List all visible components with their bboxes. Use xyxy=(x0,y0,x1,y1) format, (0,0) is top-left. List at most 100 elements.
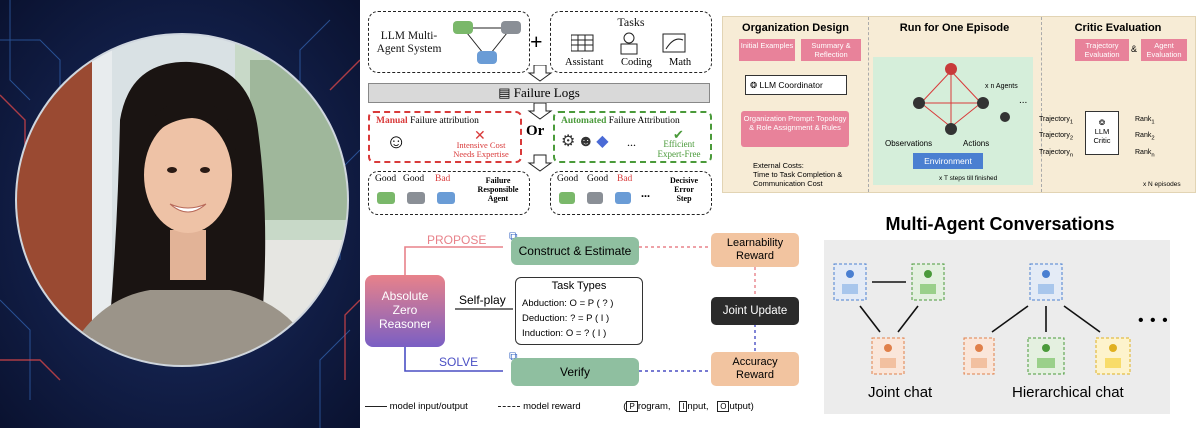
task-types-title: Task Types xyxy=(551,280,607,292)
portrait-photo xyxy=(0,0,360,428)
trajectory-n: Trajectory xyxy=(1039,148,1070,156)
task-coding: Coding xyxy=(621,57,652,68)
left-good-2: Good xyxy=(403,174,425,184)
environment-label: Environment xyxy=(924,156,972,166)
deduction-name: Deduction: xyxy=(522,313,568,324)
flow-arrows xyxy=(527,65,553,172)
absolute-zero-panel: PROPOSE SOLVE ⧉ ⧉ Construct & Estimate V… xyxy=(363,225,813,425)
absolute-zero-reasoner-box: Absolute Zero Reasoner xyxy=(365,275,445,347)
accuracy-line1: Accuracy xyxy=(732,356,778,368)
task-assistant: Assistant xyxy=(565,57,604,68)
rank-2: Rank xyxy=(1135,132,1152,140)
construct-estimate-box: Construct & Estimate xyxy=(511,237,639,265)
assistant-grid-icon xyxy=(571,34,594,52)
actions-label: Actions xyxy=(963,139,990,148)
reasoner-line1: Absolute xyxy=(381,289,429,303)
manual-prefix: Manual xyxy=(376,116,408,126)
induction-name: Induction: xyxy=(522,328,564,339)
rank-2-sub: 2 xyxy=(1151,135,1155,142)
left-agent-robots xyxy=(377,192,455,204)
external-costs-line2: Time to Task Completion & xyxy=(753,170,843,179)
reasoner-line3: Reasoner xyxy=(378,317,432,331)
trajectory-eval-box: Trajectory Evaluation xyxy=(1075,39,1129,61)
organization-design-panel: Organization Design Run for One Episode … xyxy=(722,16,1196,193)
observations-label: Observations xyxy=(885,139,933,148)
joint-chat-label: Joint chat xyxy=(868,384,933,401)
learnability-line1: Learnability xyxy=(726,237,784,249)
external-costs-line1: External Costs: xyxy=(753,161,804,170)
right-caption-line2: Error xyxy=(674,185,694,194)
right-good-1: Good xyxy=(557,174,579,184)
cross-icon: ✕ xyxy=(474,127,486,143)
multi-agent-conversations-panel: • • • Joint chat Hierarchical chat xyxy=(824,240,1170,414)
or-label: Or xyxy=(526,123,545,139)
openai-icon: ❂ xyxy=(750,80,758,90)
llm-coordinator-box: ❂ LLM Coordinator xyxy=(745,75,847,95)
construct-estimate-label: Construct & Estimate xyxy=(518,244,632,258)
agent-network-graphic xyxy=(913,63,1010,135)
initial-examples-label: Initial Examples xyxy=(740,41,794,50)
reasoner-line2: Zero xyxy=(392,303,418,317)
human-head-icon: ☺ xyxy=(386,131,407,153)
task-types-box: Task Types Abduction: O = P ( ? ) Deduct… xyxy=(515,277,643,345)
legend-input: nput, xyxy=(687,401,709,412)
x-t-steps-label: x T steps till finished xyxy=(939,175,998,182)
document-icon: ▤ xyxy=(498,85,511,100)
responsible-agent-box: Good Good Bad Failure Responsible Agent xyxy=(368,171,530,215)
learnability-reward-box: Learnability Reward xyxy=(711,233,799,267)
right-caption-line1: Decisive xyxy=(670,176,698,185)
manual-cost-line1: Intensive Cost xyxy=(456,140,506,150)
automated-prefix: Automated xyxy=(561,116,607,126)
legend-output: utput) xyxy=(729,401,754,412)
automated-suffix: Failure Attribution xyxy=(606,116,680,126)
environment-box: Environment xyxy=(913,153,983,169)
self-play-label: Self-play xyxy=(459,293,506,307)
trajectory-eval-label: Trajectory Evaluation xyxy=(1084,41,1120,59)
llm-multi-agent-system-box: LLM Multi- Agent System xyxy=(368,11,530,73)
org-design-title: Organization Design xyxy=(742,22,849,34)
left-good-1: Good xyxy=(375,174,397,184)
org-prompt-box: Organization Prompt: Topology & Role Ass… xyxy=(741,111,849,147)
x-n-agents-label: x n Agents xyxy=(985,83,1018,90)
trajectory-2: Trajectory xyxy=(1039,132,1070,140)
right-agent-robots xyxy=(559,192,631,204)
run-episode-title: Run for One Episode xyxy=(899,22,1010,34)
verify-box: Verify xyxy=(511,358,639,386)
joint-update-label: Joint Update xyxy=(722,305,788,317)
summary-reflection-box: Summary & Reflection xyxy=(801,39,861,61)
rank-n-sub: n xyxy=(1151,152,1155,159)
coding-person-icon xyxy=(620,32,638,55)
agent-eval-label: Agent Evaluation xyxy=(1146,41,1182,59)
efficient-line2: Expert-Free xyxy=(657,149,701,159)
rank-1-sub: 1 xyxy=(1151,119,1155,126)
plus-sign: + xyxy=(530,29,543,54)
manual-attribution-box: Manual Failure attribution ☺ ✕ Intensive… xyxy=(368,111,522,163)
rank-1: Rank xyxy=(1135,116,1152,123)
conversation-diagram xyxy=(833,263,1131,375)
right-caption-line3: Step xyxy=(676,194,692,203)
initial-examples-box: Initial Examples xyxy=(739,39,795,61)
manual-suffix: Failure attribution xyxy=(407,116,479,126)
llm-critic-box: ❂LLM Critic xyxy=(1085,111,1119,155)
task-icons xyxy=(571,32,686,55)
portrait-photo-panel xyxy=(0,0,360,428)
failure-logs-label: Failure Logs xyxy=(513,85,580,100)
decisive-error-box: Good Good Bad ... Decisive Error Step xyxy=(550,171,712,215)
tasks-box: Tasks Assistant Coding Math xyxy=(550,11,712,73)
summary-reflection-label: Summary & Reflection xyxy=(811,41,851,59)
task-math: Math xyxy=(669,57,692,68)
rank-n: Rank xyxy=(1135,148,1152,156)
left-caption-line2: Responsible xyxy=(477,185,519,194)
more-ellipsis: • • • xyxy=(1138,312,1169,329)
induction-formula: O = ? ( I ) xyxy=(565,328,607,339)
efficient-line1: Efficient xyxy=(663,139,695,149)
right-bad: Bad xyxy=(617,174,633,184)
system-label-line1: LLM Multi- xyxy=(380,30,438,42)
llm-critic-label: LLM Critic xyxy=(1093,127,1111,145)
joint-update-box: Joint Update xyxy=(711,297,799,325)
check-icon: ✔ xyxy=(673,127,684,142)
hierarchical-chat-label: Hierarchical chat xyxy=(1012,384,1124,401)
left-bad: Bad xyxy=(435,174,451,184)
python-icon-top: ⧉ xyxy=(509,229,518,243)
